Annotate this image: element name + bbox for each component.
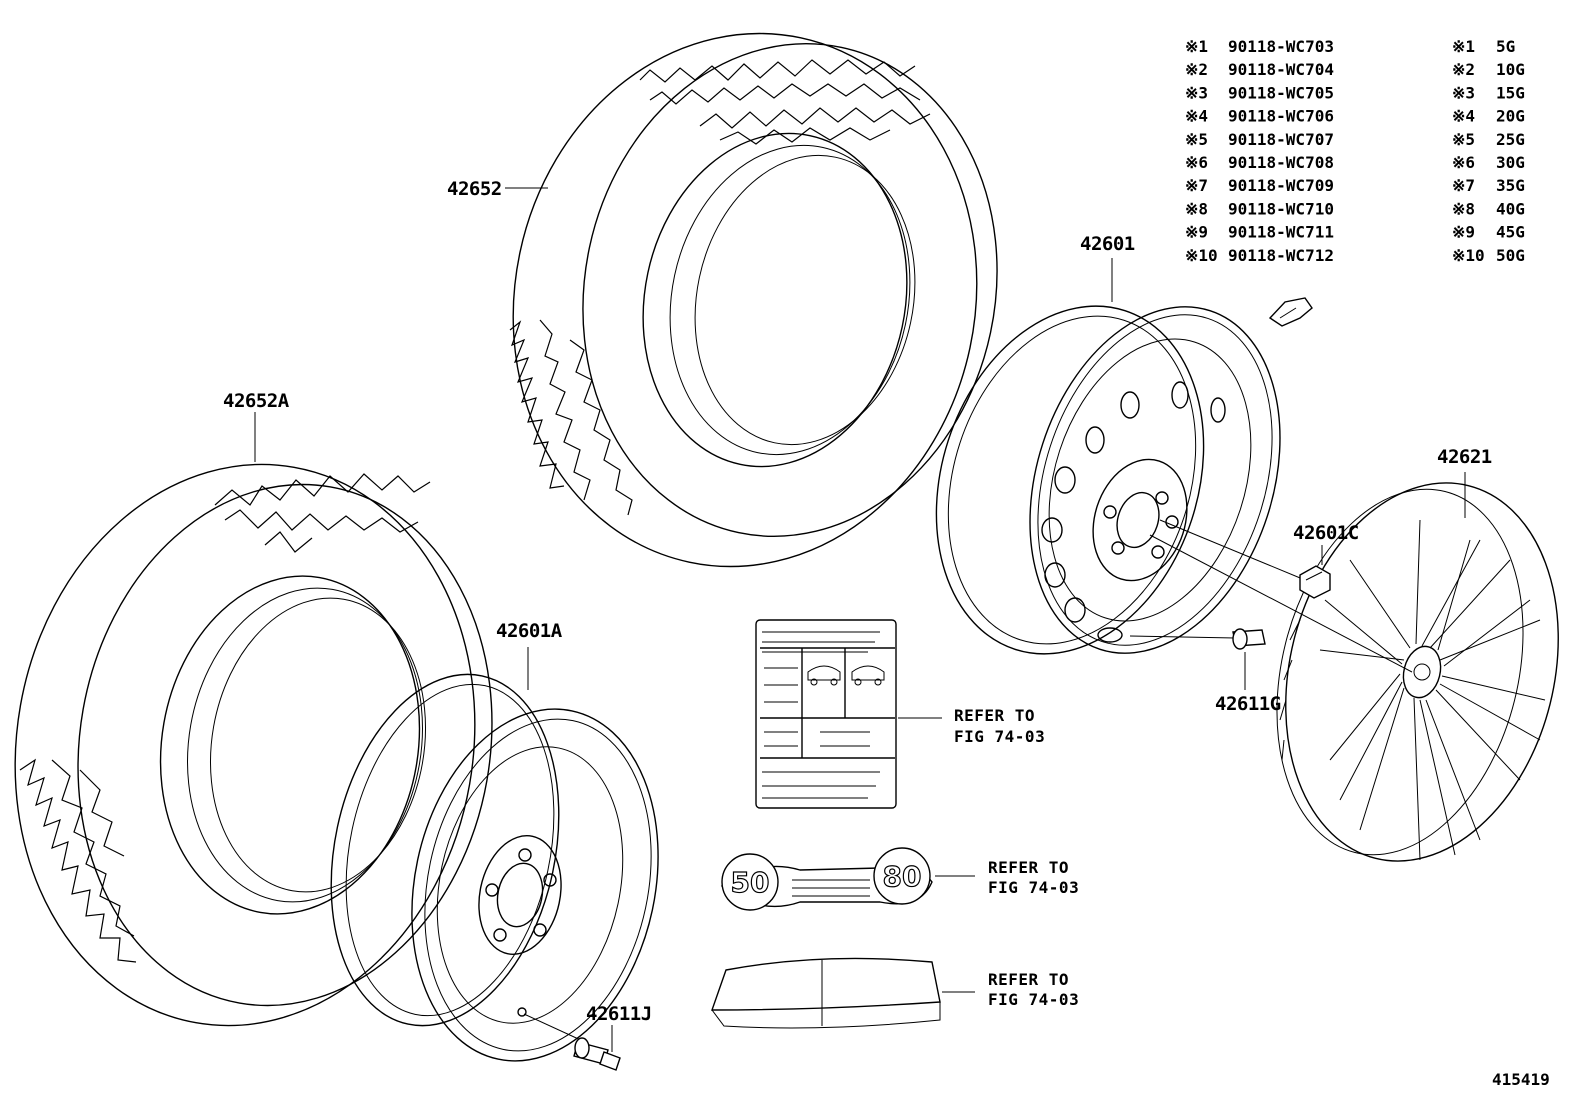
- weight-row-weight-mark: ※10: [1452, 246, 1485, 265]
- label-alloy-wheel: 42601A: [496, 620, 563, 642]
- label-hub-nut: 42601C: [1293, 522, 1359, 544]
- weight-row-weight-mark: ※9: [1452, 223, 1475, 242]
- alloy-wheel-icon[interactable]: [300, 653, 689, 1084]
- weight-row-weight: 30G: [1496, 153, 1525, 172]
- badge-left-number: 50: [731, 866, 770, 899]
- weight-row-mark: ※5: [1185, 130, 1208, 149]
- tire-front-icon[interactable]: [0, 428, 532, 1063]
- weight-row-mark: ※4: [1185, 107, 1208, 126]
- weight-row-mark: ※1: [1185, 37, 1208, 56]
- weight-row-weight: 40G: [1496, 199, 1525, 218]
- weight-row-weight-mark: ※1: [1452, 37, 1475, 56]
- steel-wheel-icon[interactable]: [893, 271, 1322, 689]
- weight-row-weight-mark: ※4: [1452, 107, 1475, 126]
- weight-row-weight: 10G: [1496, 60, 1525, 79]
- label-wheel-cover: 42621: [1437, 446, 1492, 468]
- balance-weight-icon[interactable]: [1268, 297, 1313, 327]
- weight-row-weight: 50G: [1496, 246, 1525, 265]
- weight-row-mark: ※9: [1185, 223, 1208, 242]
- weight-row-part: 90118-WC706: [1228, 107, 1334, 126]
- tire-label-icon[interactable]: [755, 619, 897, 809]
- badge-right-number: 80: [883, 860, 922, 893]
- label-valve-g: 42611G: [1215, 693, 1281, 715]
- wheel-cover-icon[interactable]: [1241, 454, 1592, 890]
- weight-row-weight: 35G: [1496, 176, 1525, 195]
- weight-row-part: 90118-WC707: [1228, 130, 1334, 149]
- weight-row-part: 90118-WC712: [1228, 246, 1334, 265]
- weight-row-part: 90118-WC704: [1228, 60, 1334, 79]
- weight-row-mark: ※10: [1185, 246, 1218, 265]
- weight-row-weight-mark: ※2: [1452, 60, 1475, 79]
- speed-badge-icon[interactable]: 50 80: [720, 847, 933, 911]
- weight-row-weight-mark: ※7: [1452, 176, 1475, 195]
- weight-row-part: 90118-WC705: [1228, 83, 1334, 102]
- label-tire-front: 42652A: [223, 390, 290, 412]
- weight-row-weight: 20G: [1496, 107, 1525, 126]
- ref-3-line1: REFER TO: [988, 970, 1069, 989]
- valve-g-icon[interactable]: [1232, 628, 1266, 650]
- weight-row-mark: ※3: [1185, 83, 1208, 102]
- ref-3-line2: FIG 74-03: [988, 990, 1079, 1009]
- weight-row-weight: 45G: [1496, 223, 1525, 242]
- figure-id: 415419: [1492, 1070, 1550, 1089]
- weight-row-weight-mark: ※8: [1452, 199, 1475, 218]
- weight-row-mark: ※2: [1185, 60, 1208, 79]
- weight-row-weight: 25G: [1496, 130, 1525, 149]
- weight-row-part: 90118-WC709: [1228, 176, 1334, 195]
- ref-1-line2: FIG 74-03: [954, 727, 1045, 746]
- weight-row-mark: ※7: [1185, 176, 1208, 195]
- weight-row-weight: 5G: [1496, 37, 1515, 56]
- weight-row-mark: ※6: [1185, 153, 1208, 172]
- ref-2-line1: REFER TO: [988, 858, 1069, 877]
- label-steel-wheel: 42601: [1080, 233, 1135, 255]
- weight-row-weight-mark: ※3: [1452, 83, 1475, 102]
- weight-row-weight: 15G: [1496, 83, 1525, 102]
- weight-row-part: 90118-WC710: [1228, 199, 1334, 218]
- weights-table: ※1 90118-WC703 ※1 5G ※2 90118-WC704 ※2 10G ※3 901…: [1185, 37, 1525, 265]
- weight-row-part: 90118-WC708: [1228, 153, 1334, 172]
- ref-1-line1: REFER TO: [954, 706, 1035, 725]
- weight-row-part: 90118-WC703: [1228, 37, 1334, 56]
- tire-rear-icon[interactable]: [464, 0, 1042, 610]
- label-valve-j: 42611J: [586, 1003, 652, 1025]
- valve-j-icon[interactable]: [573, 1037, 621, 1071]
- nut-icon[interactable]: [1299, 565, 1331, 599]
- tread-strip-icon[interactable]: [711, 957, 941, 1029]
- ref-2-line2: FIG 74-03: [988, 878, 1079, 897]
- weight-row-part: 90118-WC711: [1228, 223, 1334, 242]
- label-tire-rear: 42652: [447, 178, 502, 200]
- weight-row-weight-mark: ※5: [1452, 130, 1475, 149]
- weight-row-weight-mark: ※6: [1452, 153, 1475, 172]
- weight-row-mark: ※8: [1185, 199, 1208, 218]
